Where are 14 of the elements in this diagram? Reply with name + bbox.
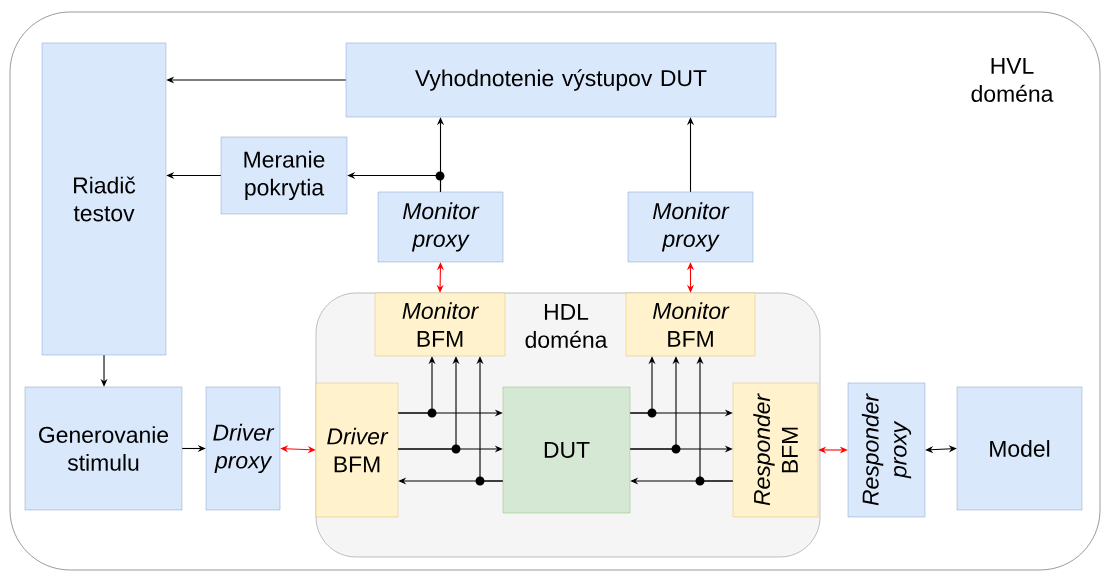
proxy-box: Monitor proxy — [627, 191, 754, 263]
bfm-box: Responder BFM — [732, 382, 819, 518]
process-box: Vyhodnotenie výstupov DUT — [345, 42, 777, 118]
bfm-box: Driver BFM — [315, 382, 399, 518]
dut-box: DUT — [502, 386, 631, 514]
process-box: Meranie pokrytia — [220, 136, 348, 215]
process-box: Riadič testov — [41, 42, 167, 356]
proxy-box: Monitor proxy — [377, 191, 504, 263]
proxy-box: Driver proxy — [205, 386, 281, 511]
bfm-box: Monitor BFM — [374, 292, 506, 357]
bfm-box: Monitor BFM — [625, 292, 756, 357]
process-box: Model — [956, 386, 1083, 511]
proxy-box: Responder proxy — [847, 382, 926, 518]
process-box: Generovanie stimulu — [24, 386, 183, 511]
